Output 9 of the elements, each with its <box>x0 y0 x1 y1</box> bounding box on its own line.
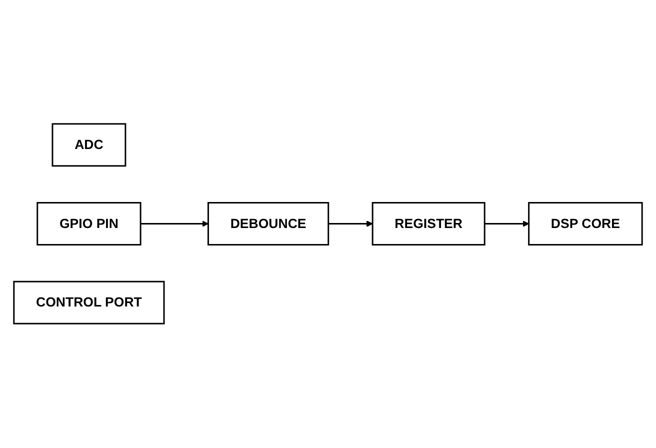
node-box: ADC <box>52 123 126 167</box>
node-box: CONTROL PORT <box>13 281 165 325</box>
node-box: GPIO PIN <box>36 202 142 246</box>
node-box: DEBOUNCE <box>207 202 330 246</box>
node-box: DSP CORE <box>528 202 643 246</box>
arrow <box>484 220 530 228</box>
arrow <box>140 220 209 228</box>
node-box: REGISTER <box>372 202 486 246</box>
arrow <box>328 220 373 228</box>
